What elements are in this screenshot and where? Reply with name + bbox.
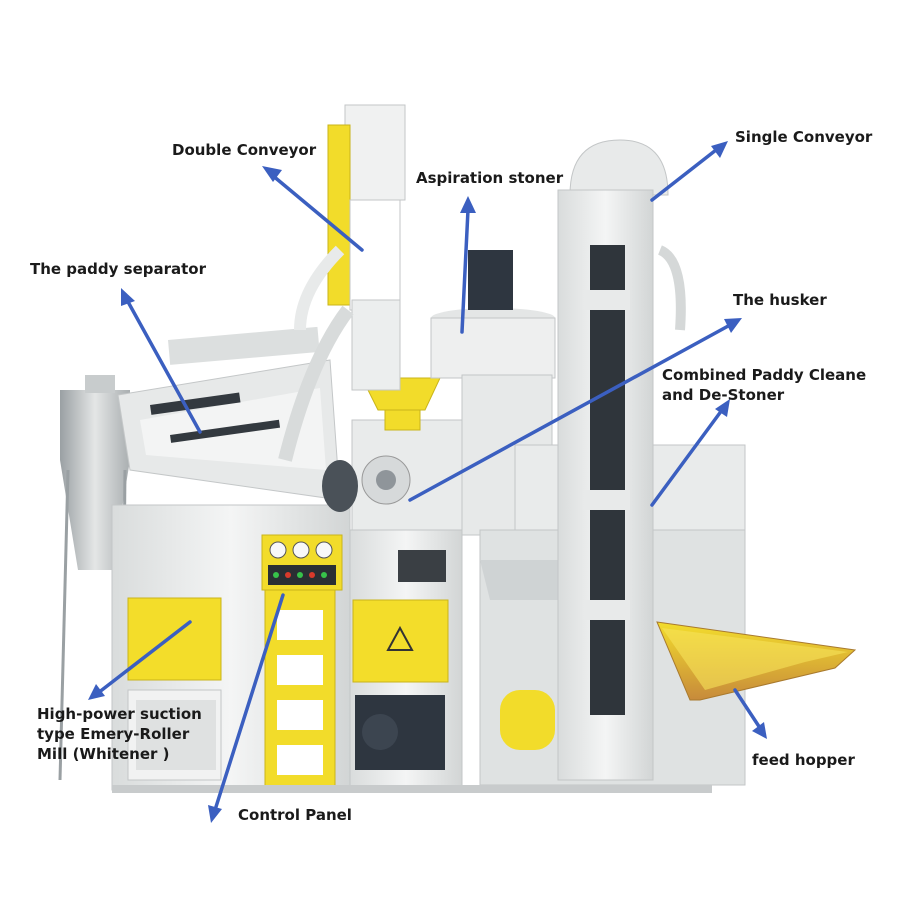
arrows xyxy=(88,141,767,823)
arrow-paddy-separator xyxy=(121,288,202,434)
label-feed-hopper: feed hopper xyxy=(752,751,855,769)
label-paddy-separator: The paddy separator xyxy=(30,260,206,278)
arrow-husker xyxy=(408,318,742,502)
label-husker: The husker xyxy=(733,291,827,309)
arrow-mill xyxy=(88,620,192,700)
husker-unit xyxy=(322,377,463,531)
label-control-panel: Control Panel xyxy=(238,806,352,824)
label-paddy-cleaner-line2: and De-Stoner xyxy=(662,386,785,404)
arrow-double-conveyor xyxy=(262,166,364,252)
label-paddy-cleaner-line1: Combined Paddy Cleane xyxy=(662,366,867,384)
label-mill-line2: type Emery-Roller xyxy=(37,725,190,743)
label-single-conveyor: Single Conveyor xyxy=(735,128,873,146)
label-mill-line1: High-power suction xyxy=(37,705,202,723)
whitener-yellow-panel xyxy=(127,597,222,681)
label-double-conveyor: Double Conveyor xyxy=(172,141,317,159)
double-conveyor-unit xyxy=(278,104,406,462)
arrow-paddy-cleaner xyxy=(650,399,730,507)
single-conveyor-unit xyxy=(557,139,686,781)
arrow-single-conveyor xyxy=(650,141,728,202)
paddy-separator-unit xyxy=(117,326,341,501)
feed-hopper-unit xyxy=(500,621,857,750)
arrow-feed-hopper xyxy=(733,688,767,739)
arrow-aspiration-stoner xyxy=(460,196,476,334)
label-aspiration-stoner: Aspiration stoner xyxy=(416,169,564,187)
label-mill-line3: Mill (Whitener ) xyxy=(37,745,170,763)
arrow-control-panel xyxy=(208,593,285,823)
